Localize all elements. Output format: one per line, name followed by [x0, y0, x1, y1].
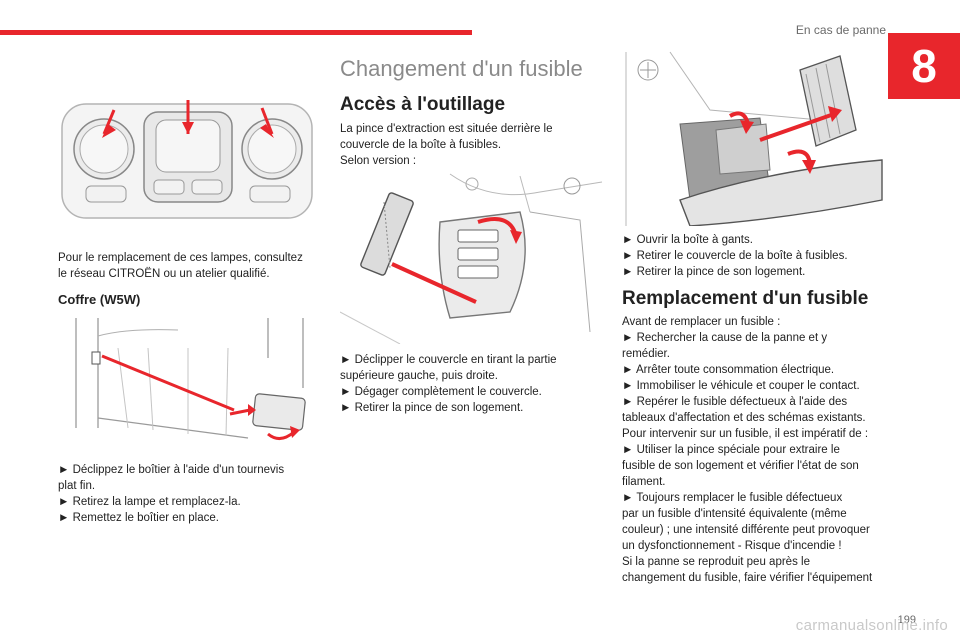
replace-line: filament.: [622, 476, 666, 488]
replace-line: ► Toujours remplacer le fusible défectue…: [622, 492, 843, 504]
glovebox-steps: ► Ouvrir la boîte à gants. ► Retirer le …: [622, 232, 892, 280]
page-number: 199: [897, 614, 916, 626]
coffre-heading: Coffre (W5W): [58, 292, 141, 307]
step-line: ► Retirez la lampe et remplacez-la.: [58, 496, 241, 508]
access-line: couvercle de la boîte à fusibles.: [340, 139, 502, 151]
chapter-number-tab: 8: [888, 33, 960, 99]
cover-steps: ► Déclipper le couvercle en tirant la pa…: [340, 352, 604, 416]
header-accent-bar: [0, 30, 472, 35]
step-line: ► Retirer la pince de son logement.: [340, 402, 524, 414]
replace-line: tableaux d'affectation et des schémas ex…: [622, 412, 866, 424]
intro-line: le réseau CITROËN ou un atelier qualifié…: [58, 268, 270, 280]
step-line: ► Retirer la pince de son logement.: [622, 266, 806, 278]
replace-line: ► Utiliser la pince spéciale pour extrai…: [622, 444, 840, 456]
access-heading: Accès à l'outillage: [340, 94, 506, 115]
replace-line: Si la panne se reproduit peu après le: [622, 556, 810, 568]
step-line: ► Déclipper le couvercle en tirant la pa…: [340, 354, 557, 366]
step-line: ► Dégager complètement le couvercle.: [340, 386, 542, 398]
replace-line: par un fusible d'intensité équivalente (…: [622, 508, 847, 520]
replace-line: remédier.: [622, 348, 670, 360]
fuse-cover-illustration: [340, 172, 604, 344]
replace-heading: Remplacement d'un fusible: [622, 288, 869, 309]
replace-line: ► Immobiliser le véhicule et couper le c…: [622, 380, 860, 392]
replace-line: Pour intervenir sur un fusible, il est i…: [622, 428, 869, 440]
step-line: plat fin.: [58, 480, 96, 492]
section-title: En cas de panne: [795, 23, 886, 37]
step-line: ► Déclippez le boîtier à l'aide d'un tou…: [58, 464, 285, 476]
replace-line: ► Repérer le fusible défectueux à l'aide…: [622, 396, 848, 408]
section-heading: Changement d'un fusible: [340, 56, 583, 81]
glovebox-illustration: [620, 50, 884, 226]
replace-line: ► Arrêter toute consommation électrique.: [622, 364, 835, 376]
ceiling-lamp-illustration: [58, 94, 316, 222]
replace-line: Avant de remplacer un fusible :: [622, 316, 781, 328]
trunk-steps: ► Déclippez le boîtier à l'aide d'un tou…: [58, 462, 320, 526]
intro-line: Pour le remplacement de ces lampes, cons…: [58, 252, 303, 264]
step-line: ► Retirer le couvercle de la boîte à fus…: [622, 250, 848, 262]
replace-line: fusible de son logement et vérifier l'ét…: [622, 460, 859, 472]
replace-line: un dysfonctionnement - Risque d'incendie…: [622, 540, 842, 552]
replace-line: couleur) ; une intensité différente peut…: [622, 524, 870, 536]
replace-line: changement du fusible, faire vérifier l'…: [622, 572, 873, 584]
step-line: ► Ouvrir la boîte à gants.: [622, 234, 753, 246]
access-line: La pince d'extraction est située derrièr…: [340, 123, 553, 135]
replace-text: Avant de remplacer un fusible : ► Recher…: [622, 314, 898, 586]
step-line: ► Remettez le boîtier en place.: [58, 512, 219, 524]
access-text: La pince d'extraction est située derrièr…: [340, 121, 604, 169]
access-line: Selon version :: [340, 155, 417, 167]
step-line: supérieure gauche, puis droite.: [340, 370, 498, 382]
watermark-text: carmanualsonline.info: [795, 617, 948, 634]
replace-line: ► Rechercher la cause de la panne et y: [622, 332, 828, 344]
lamp-intro-text: Pour le remplacement de ces lampes, cons…: [58, 250, 320, 282]
trunk-lamp-illustration: [58, 318, 320, 448]
